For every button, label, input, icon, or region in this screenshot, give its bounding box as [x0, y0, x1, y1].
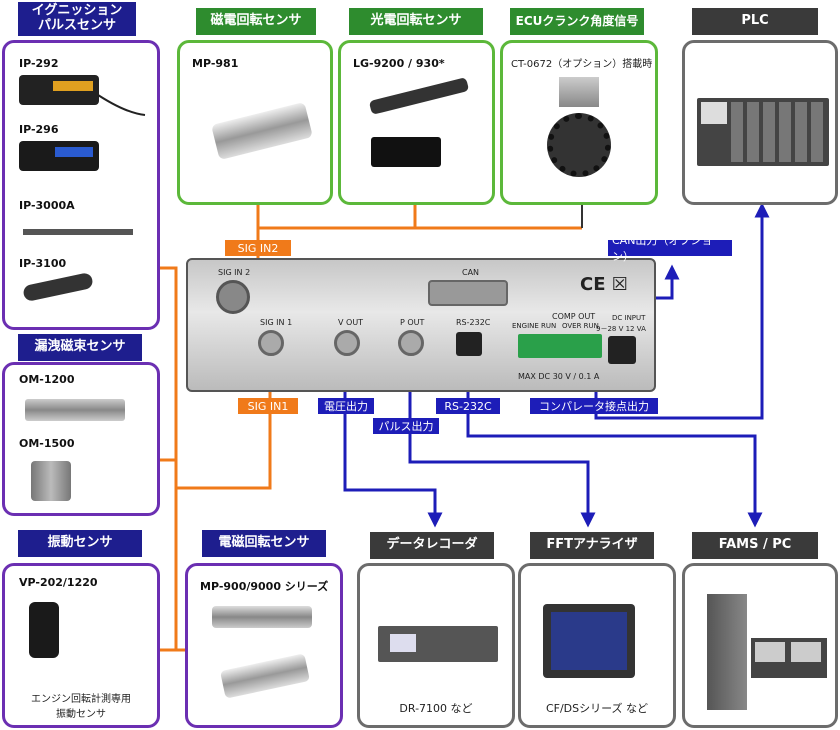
lg9200-label: LG-9200 / 930*	[353, 57, 445, 70]
dc-input-jack[interactable]	[608, 336, 636, 364]
vibration-note: エンジン回転計測専用 振動センサ	[31, 694, 131, 720]
dr7100-image	[378, 626, 498, 662]
leakage-sensor-box: OM-1200 OM-1500	[2, 362, 160, 516]
engine-run-label: ENGINE RUN	[512, 322, 557, 330]
over-run-label: OVER RUN	[562, 322, 599, 330]
sig-in2-tag: SIG IN2	[225, 240, 291, 256]
workstation-image	[751, 638, 827, 678]
fft-box: CF/DSシリーズ など	[518, 563, 676, 728]
mp981-image	[211, 101, 313, 161]
magnetic-sensor-header: 磁電回転センサ	[196, 8, 316, 35]
ecu-signal-header: ECUクランク角度信号	[510, 8, 644, 35]
recorder-header: データレコーダ	[370, 532, 494, 559]
ignition-sensor-box: IP-292 IP-296 IP-3000A IP-3100	[2, 40, 160, 330]
sig-in1-tag: SIG IN1	[238, 398, 298, 414]
fft-caption: CF/DSシリーズ など	[545, 702, 649, 715]
fams-box	[682, 563, 838, 728]
plc-box	[682, 40, 838, 205]
server-rack-image	[707, 594, 747, 710]
lg9200-image	[368, 77, 470, 115]
max-dc-label: MAX DC 30 V / 0.1 A	[518, 372, 600, 381]
om1500-label: OM-1500	[19, 437, 75, 450]
lg930-image	[371, 137, 441, 167]
dc-input-label: DC INPUT	[612, 314, 646, 322]
mp9000-image	[220, 653, 310, 699]
p-out-connector[interactable]	[398, 330, 424, 356]
dc-range-label: 9－28 V 12 VA	[596, 325, 646, 333]
ip292-label: IP-292	[19, 57, 59, 70]
ip3100-image	[22, 271, 94, 303]
recorder-caption: DR-7100 など	[399, 702, 473, 715]
fft-header: FFTアナライザ	[530, 532, 654, 559]
comp-out-terminal[interactable]	[518, 334, 602, 358]
ce-mark: CE ☒	[580, 274, 628, 295]
vibration-sensor-image	[29, 602, 59, 658]
optical-sensor-header: 光電回転センサ	[349, 8, 483, 35]
can-connector[interactable]	[428, 280, 508, 306]
voltage-output-tag: 電圧出力	[318, 398, 374, 414]
vibration-model-label: VP-202/1220	[19, 576, 98, 589]
ip292-cable	[94, 92, 146, 116]
can-output-tag: CAN出力（オプション）	[608, 234, 732, 263]
sig-in2-connector[interactable]	[216, 280, 250, 314]
magnetic-sensor-box: MP-981	[177, 40, 333, 205]
ignition-sensor-header: イグニッション パルスセンサ	[18, 2, 136, 36]
v-out-connector[interactable]	[334, 330, 360, 356]
ecu-note: CT-0672（オプション）搭載時	[511, 59, 653, 70]
rs232c-label: RS-232C	[456, 318, 491, 327]
plc-header: PLC	[692, 8, 818, 35]
om1200-label: OM-1200	[19, 373, 75, 386]
om1200-image	[25, 399, 125, 421]
mp981-label: MP-981	[192, 57, 239, 70]
plc-image	[697, 98, 829, 166]
ip296-image	[19, 141, 99, 171]
v-out-label: V OUT	[338, 318, 364, 327]
piston-image	[559, 77, 599, 107]
mp900-label: MP-900/9000 シリーズ	[200, 580, 329, 593]
crank-wheel-image	[547, 113, 611, 177]
em-rot-sensor-header: 電磁回転センサ	[202, 530, 326, 557]
pulse-output-tag: パルス出力	[373, 418, 439, 434]
tachometer-rear-panel: SIG IN 2 CAN CE ☒ SIG IN 1 V OUT P OUT R…	[186, 258, 656, 392]
om1500-image	[31, 461, 71, 501]
vibration-sensor-header: 振動センサ	[18, 530, 142, 557]
sig-in2-label: SIG IN 2	[218, 268, 251, 277]
sig-in1-connector[interactable]	[258, 330, 284, 356]
comp-out-label: COMP OUT	[552, 312, 596, 321]
sig-in1-label: SIG IN 1	[260, 318, 293, 327]
ip3000a-label: IP-3000A	[19, 199, 75, 212]
p-out-label: P OUT	[400, 318, 425, 327]
optical-sensor-box: LG-9200 / 930*	[338, 40, 495, 205]
leakage-sensor-header: 漏洩磁束センサ	[18, 334, 142, 361]
mp900-image	[212, 606, 312, 628]
fft-analyzer-image	[543, 604, 635, 678]
ip3100-label: IP-3100	[19, 257, 67, 270]
fams-header: FAMS / PC	[692, 532, 818, 559]
comparator-output-tag: コンパレータ接点出力	[530, 398, 658, 414]
em-rot-sensor-box: MP-900/9000 シリーズ	[185, 563, 343, 728]
recorder-box: DR-7100 など	[357, 563, 515, 728]
rs232c-connector[interactable]	[456, 332, 482, 356]
vibration-sensor-box: VP-202/1220 エンジン回転計測専用 振動センサ	[2, 563, 160, 728]
ip296-label: IP-296	[19, 123, 59, 136]
ip3000a-image	[23, 229, 133, 235]
ecu-signal-box: CT-0672（オプション）搭載時	[500, 40, 658, 205]
rs232c-tag: RS-232C	[436, 398, 500, 414]
can-label: CAN	[462, 268, 480, 277]
ip292-image	[19, 75, 99, 105]
